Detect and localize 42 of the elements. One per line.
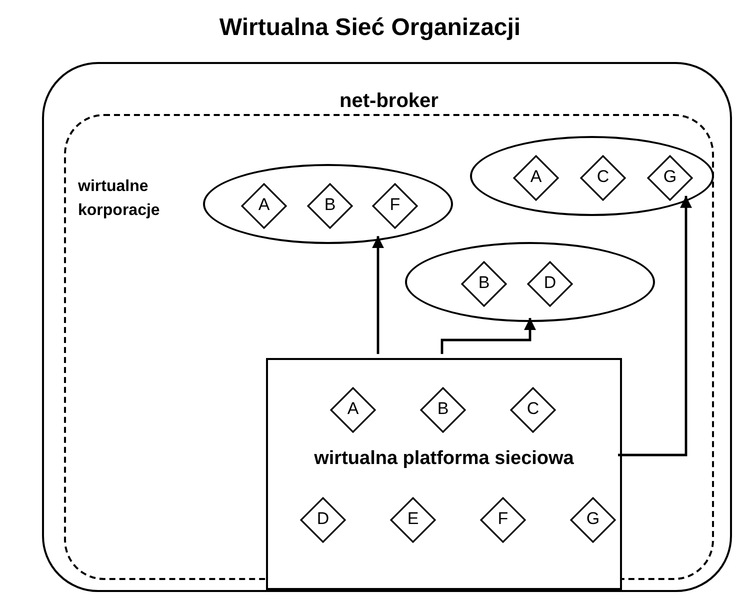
node-letter: C — [596, 167, 610, 187]
title: Wirtualna Sieć Organizacji — [218, 14, 522, 42]
node-letter: A — [529, 167, 543, 187]
node-label: net-broker — [338, 90, 440, 113]
arrow — [440, 318, 536, 354]
rounded-box — [42, 62, 732, 592]
diamond — [580, 155, 626, 201]
arrow — [372, 236, 384, 354]
node-letter: C — [526, 399, 540, 419]
diamond — [420, 387, 466, 433]
node-letter: G — [662, 167, 678, 187]
node-letter: E — [406, 509, 420, 529]
ellipse — [405, 242, 655, 322]
node-letter: B — [477, 273, 491, 293]
node-letter: B — [323, 195, 337, 215]
node-label: wirtualna platforma sieciowa — [313, 448, 575, 470]
node-letter: A — [257, 195, 271, 215]
ellipse — [203, 164, 453, 244]
ellipse — [470, 136, 714, 216]
diamond — [570, 497, 616, 543]
arrow — [618, 196, 692, 456]
diamond — [330, 387, 376, 433]
diamond — [513, 155, 559, 201]
node-letter: F — [496, 509, 510, 529]
diamond — [510, 387, 556, 433]
node-letter: B — [436, 399, 450, 419]
diamond — [307, 183, 353, 229]
diamond — [300, 497, 346, 543]
diamond — [647, 155, 693, 201]
diamond — [461, 261, 507, 307]
platform-box — [266, 358, 622, 590]
diamond — [390, 497, 436, 543]
diamond — [372, 183, 418, 229]
node-letter: D — [316, 509, 330, 529]
group-label: wirtualne korporacje — [78, 177, 161, 221]
node-letter: D — [542, 273, 558, 293]
node-letter: G — [585, 509, 601, 529]
node-letter: A — [346, 399, 360, 419]
diamond — [241, 183, 287, 229]
diamond — [527, 261, 573, 307]
node-letter: F — [388, 195, 402, 215]
diamond — [480, 497, 526, 543]
